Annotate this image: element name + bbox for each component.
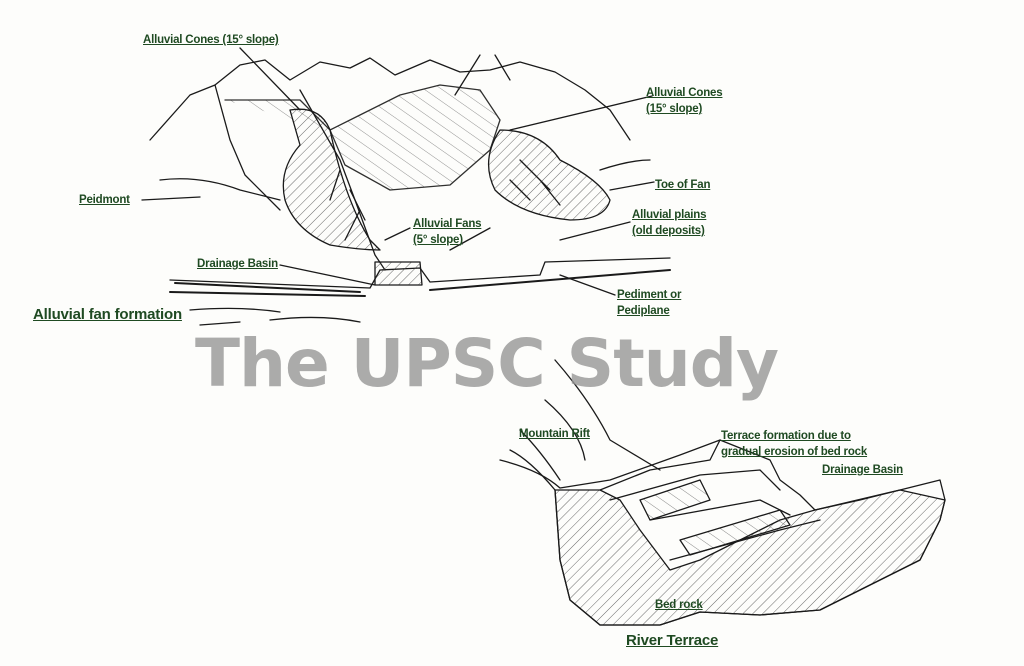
- label-alluvial-cones-right: Alluvial Cones: [646, 87, 723, 99]
- title-alluvial-fan-formation: Alluvial fan formation: [33, 306, 182, 323]
- label-alluvial-cones-right-slope: (15° slope): [646, 103, 703, 115]
- watermark: The UPSC Study: [195, 325, 779, 402]
- label-bed-rock: Bed rock: [655, 599, 703, 611]
- label-pediplane: Pediplane: [617, 305, 670, 317]
- label-terrace-formation-2: gradual erosion of bed rock: [721, 446, 868, 458]
- label-drainage-basin: Drainage Basin: [197, 258, 278, 270]
- label-drainage-basin-terrace: Drainage Basin: [822, 464, 903, 476]
- label-alluvial-fans: Alluvial Fans: [413, 218, 482, 230]
- label-toe-of-fan: Toe of Fan: [655, 179, 711, 191]
- label-terrace-formation: Terrace formation due to: [721, 430, 851, 442]
- label-pediment: Pediment or: [617, 289, 682, 301]
- title-river-terrace: River Terrace: [626, 632, 719, 649]
- label-alluvial-fans-slope: (5° slope): [413, 234, 463, 246]
- label-mountain-rift: Mountain Rift: [519, 428, 590, 440]
- alluvial-fan-sketch: [141, 47, 671, 326]
- label-alluvial-cones-left: Alluvial Cones (15° slope): [143, 34, 279, 46]
- label-peidmont: Peidmont: [79, 194, 130, 206]
- label-alluvial-plains: Alluvial plains: [632, 209, 707, 221]
- river-terrace-sketch: [499, 359, 946, 626]
- label-alluvial-plains-old: (old deposits): [632, 225, 705, 237]
